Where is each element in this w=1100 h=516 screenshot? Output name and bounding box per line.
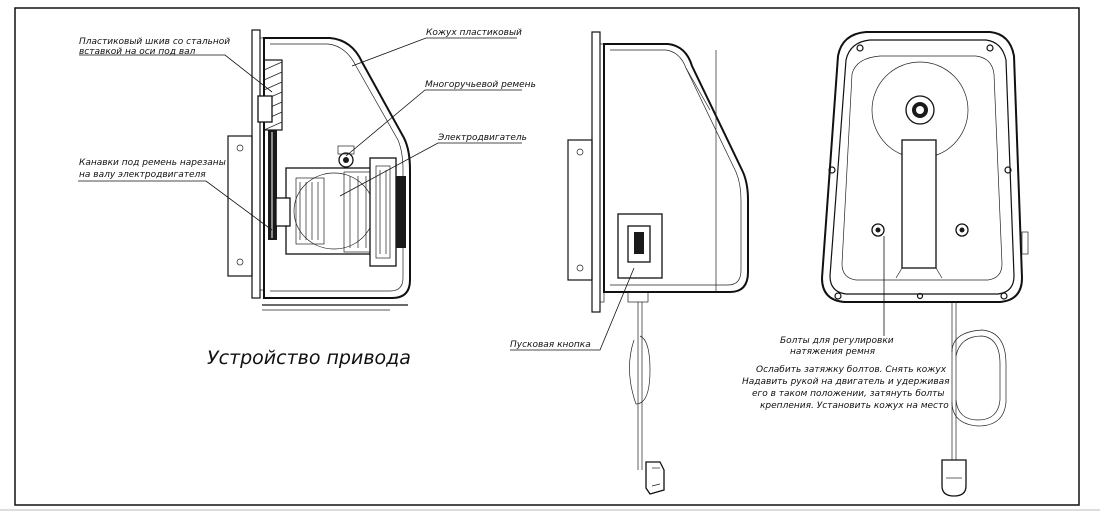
side-cable <box>637 302 643 470</box>
label-motor: Электродвигатель <box>437 133 527 143</box>
label-casing: Кожух пластиковый <box>426 28 522 38</box>
front-cable <box>951 302 957 470</box>
label-instructions-2: Надавить рукой на двигатель и удерживая <box>742 377 950 387</box>
label-grooves-2: на валу электродвигателя <box>79 170 206 180</box>
adjustment-slot <box>901 139 937 269</box>
label-pulley-1: Пластиковый шкив со стальной <box>79 37 230 47</box>
front-view <box>820 31 1029 497</box>
motor-body <box>275 145 406 267</box>
drawing-frame <box>14 7 1080 506</box>
side-view <box>567 31 749 495</box>
section-view <box>227 29 411 311</box>
mount-bracket-side <box>567 139 593 281</box>
label-bolts-1: Болты для регулировки <box>780 336 894 346</box>
label-instructions-3: его в таком положении, затянуть болты <box>752 389 944 399</box>
label-pulley-2: вставкой на оси под вал <box>79 47 196 57</box>
casing-outline <box>263 37 411 299</box>
label-bolts-2: натяжения ремня <box>790 347 876 357</box>
leader-start-button <box>510 267 635 351</box>
diagram-title: Устройство привода <box>207 347 411 369</box>
front-casing <box>820 31 1024 303</box>
label-instructions-1: Ослабить затяжку болтов. Снять кожух <box>756 365 947 375</box>
side-plug <box>645 461 665 495</box>
label-grooves-1: Канавки под ремень нарезаны <box>79 158 226 168</box>
label-start-button: Пусковая кнопка <box>510 340 591 350</box>
label-instructions-4: крепления. Установить кожух на место <box>760 401 949 411</box>
side-casing <box>603 43 749 293</box>
label-belt: Многоручьевой ремень <box>425 80 536 90</box>
leader-lines-view1 <box>78 37 522 231</box>
